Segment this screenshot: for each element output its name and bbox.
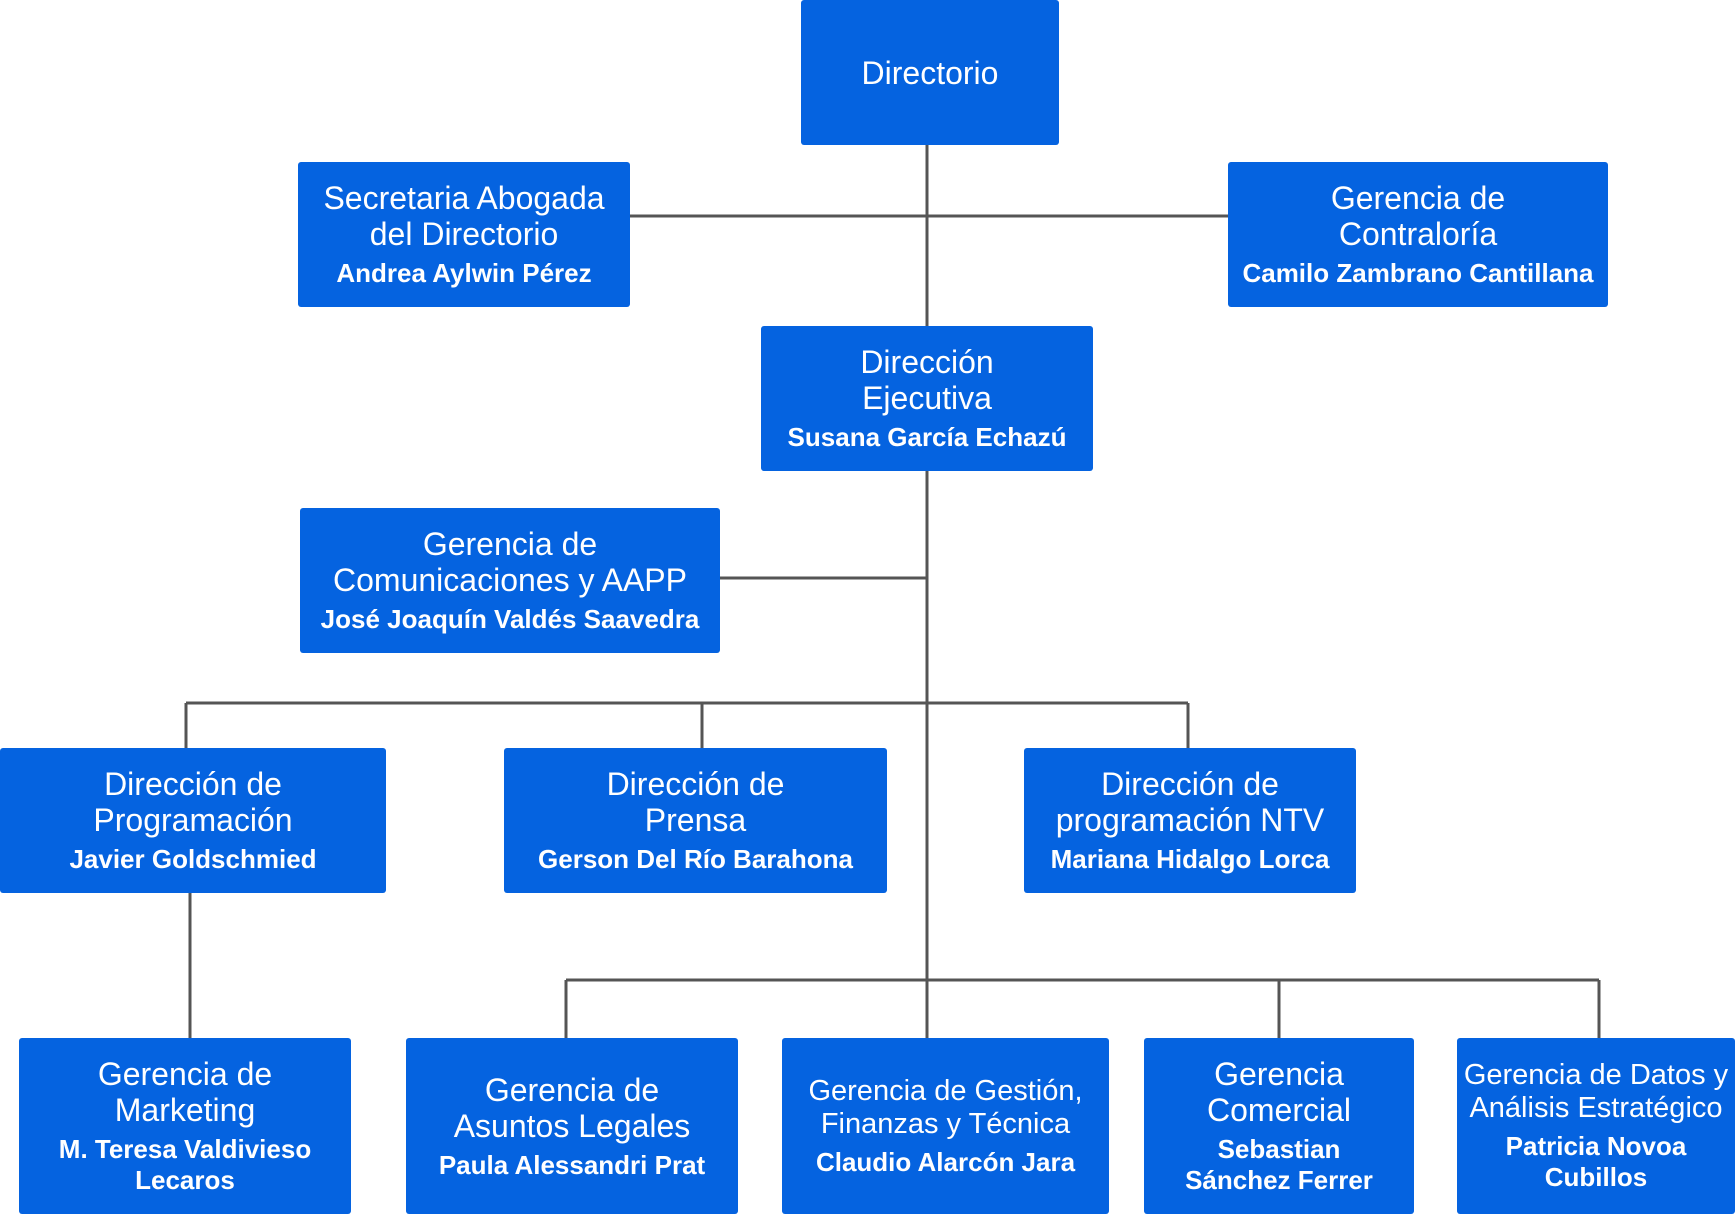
node-title: Gerencia de Contraloría <box>1330 180 1506 252</box>
node-gerencia-contraloria: Gerencia de Contraloría Camilo Zambrano … <box>1228 162 1608 307</box>
node-person: Andrea Aylwin Pérez <box>336 258 592 288</box>
node-title: Gerencia de Marketing <box>97 1056 273 1128</box>
node-secretaria-abogada: Secretaria Abogada del Directorio Andrea… <box>298 162 630 307</box>
node-person: Patricia Novoa Cubillos <box>1505 1131 1687 1192</box>
node-title: Dirección de programación NTV <box>1055 766 1325 838</box>
node-gerencia-asuntos-legales: Gerencia de Asuntos Legales Paula Alessa… <box>406 1038 738 1214</box>
node-person: Gerson Del Río Barahona <box>538 844 853 874</box>
node-title: Gerencia de Gestión, Finanzas y Técnica <box>808 1074 1083 1140</box>
node-gerencia-comercial: Gerencia Comercial Sebastian Sánchez Fer… <box>1144 1038 1414 1214</box>
node-person: Javier Goldschmied <box>69 844 317 874</box>
node-person: Susana García Echazú <box>787 422 1067 452</box>
node-direccion-prensa: Dirección de Prensa Gerson Del Río Barah… <box>504 748 887 893</box>
node-title: Gerencia de Asuntos Legales <box>453 1071 691 1144</box>
node-person: Paula Alessandri Prat <box>438 1149 706 1180</box>
node-direccion-programacion: Dirección de Programación Javier Goldsch… <box>0 748 386 893</box>
node-title: Dirección de Prensa <box>606 766 785 838</box>
node-direccion-ejecutiva: Dirección Ejecutiva Susana García Echazú <box>761 326 1093 471</box>
node-directorio: Directorio <box>801 0 1059 145</box>
node-gerencia-comunicaciones: Gerencia de Comunicaciones y AAPP José J… <box>300 508 720 653</box>
node-direccion-ntv: Dirección de programación NTV Mariana Hi… <box>1024 748 1356 893</box>
node-title: Directorio <box>861 54 999 91</box>
node-person: Sebastian Sánchez Ferrer <box>1185 1134 1373 1195</box>
node-title: Gerencia de Comunicaciones y AAPP <box>333 526 687 598</box>
node-title: Dirección Ejecutiva <box>860 344 994 416</box>
node-gerencia-marketing: Gerencia de Marketing M. Teresa Valdivie… <box>19 1038 351 1214</box>
node-title: Gerencia de Datos y Análisis Estratégico <box>1463 1059 1729 1124</box>
node-title: Gerencia Comercial <box>1206 1056 1352 1128</box>
node-title: Secretaria Abogada del Directorio <box>323 180 605 252</box>
node-person: M. Teresa Valdivieso Lecaros <box>58 1134 312 1195</box>
node-person: José Joaquín Valdés Saavedra <box>320 604 700 634</box>
node-gerencia-datos: Gerencia de Datos y Análisis Estratégico… <box>1457 1038 1735 1214</box>
node-person: Claudio Alarcón Jara <box>815 1146 1076 1177</box>
node-person: Camilo Zambrano Cantillana <box>1242 258 1594 288</box>
node-gerencia-gestion: Gerencia de Gestión, Finanzas y Técnica … <box>782 1038 1109 1214</box>
node-title: Dirección de Programación <box>93 766 293 838</box>
node-person: Mariana Hidalgo Lorca <box>1050 844 1330 874</box>
